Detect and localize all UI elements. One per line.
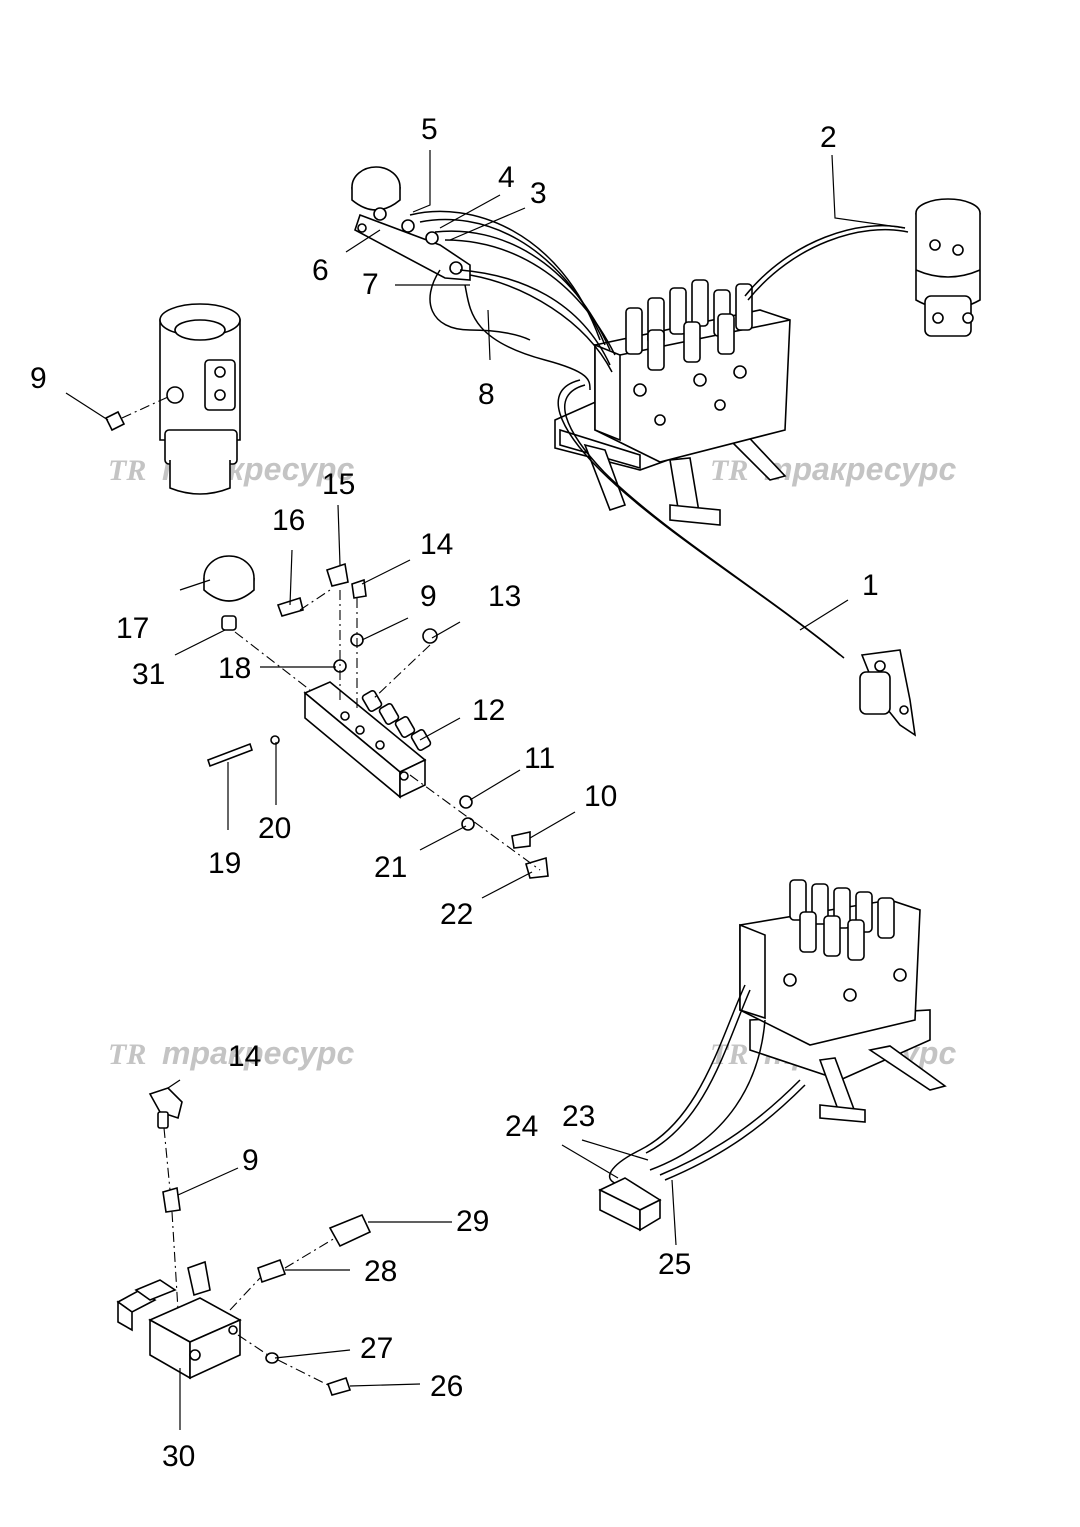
pedal-sensor-assembly [859,649,917,737]
solenoid-row [625,279,753,371]
watermark-logo: TR [710,454,748,487]
callout-1: 1 [862,569,879,602]
pilot-hoses-top [409,210,909,659]
callout-29: 29 [456,1205,489,1238]
callout-4: 4 [498,161,515,194]
watermark-logo: TR [108,454,146,487]
main-control-valve-bottom [739,879,947,1123]
hoses-bottom [608,984,806,1186]
bolt-26 [326,1376,352,1396]
callout-18: 18 [218,652,251,685]
pilot-joystick-valve-right [915,198,981,337]
callout-14-mid: 14 [420,528,453,561]
callout-23: 23 [562,1100,595,1133]
callout-5: 5 [421,113,438,146]
accumulator-17 [203,555,255,631]
sensor-29 [328,1213,372,1248]
callout-30: 30 [162,1440,195,1473]
small-fittings-mid [206,562,549,879]
callout-9-top: 9 [30,362,47,395]
callout-10: 10 [584,780,617,813]
callout-9-bottom: 9 [242,1144,259,1177]
callout-6: 6 [312,254,329,287]
leader-lines [65,150,906,1430]
callout-19: 19 [208,847,241,880]
callout-20: 20 [258,812,291,845]
callout-2: 2 [820,121,837,154]
callout-13: 13 [488,580,521,613]
callout-16: 16 [272,504,305,537]
adapter-fitting-9-bottom [162,1186,181,1213]
callout-9-mid: 9 [420,580,437,613]
callout-25: 25 [658,1248,691,1281]
callout-11: 11 [524,742,555,775]
assembly-dash-lines-mid [234,589,541,871]
watermark-top-right: TR тракресурс [710,451,956,487]
valve-block-30 [116,1260,242,1380]
callout-17: 17 [116,612,149,645]
callout-24: 24 [505,1110,538,1143]
elbow-fitting-14-bottom [148,1087,183,1129]
manifold-block-12 [303,681,432,799]
fitting-28 [257,1258,287,1284]
pilot-manifold-top [351,166,471,281]
watermark-text: тракресурс [162,1035,354,1071]
callout-14-bottom: 14 [228,1040,261,1073]
manifold-block-bottom-right [598,1177,662,1232]
callout-numbers: 2 5 4 3 6 7 8 9 1 15 16 14 9 13 17 31 18… [30,113,879,1473]
callout-31: 31 [132,658,165,691]
callout-15: 15 [322,468,355,501]
callout-8: 8 [478,378,495,411]
watermark-bottom-left: TR тракресурс [108,1035,354,1071]
callout-27: 27 [360,1332,393,1365]
callout-26: 26 [430,1370,463,1403]
callout-3: 3 [530,177,547,210]
callout-7: 7 [362,268,379,301]
adapter-fitting-9-top [104,396,169,432]
assembly-dash-lines-bottom [163,1127,336,1387]
callout-21: 21 [374,851,407,884]
callout-22: 22 [440,898,473,931]
callout-12: 12 [472,694,505,727]
pilot-joystick-valve-left [159,303,241,495]
watermark-logo: TR [108,1038,146,1071]
watermark-text: тракресурс [764,451,956,487]
callout-28: 28 [364,1255,397,1288]
